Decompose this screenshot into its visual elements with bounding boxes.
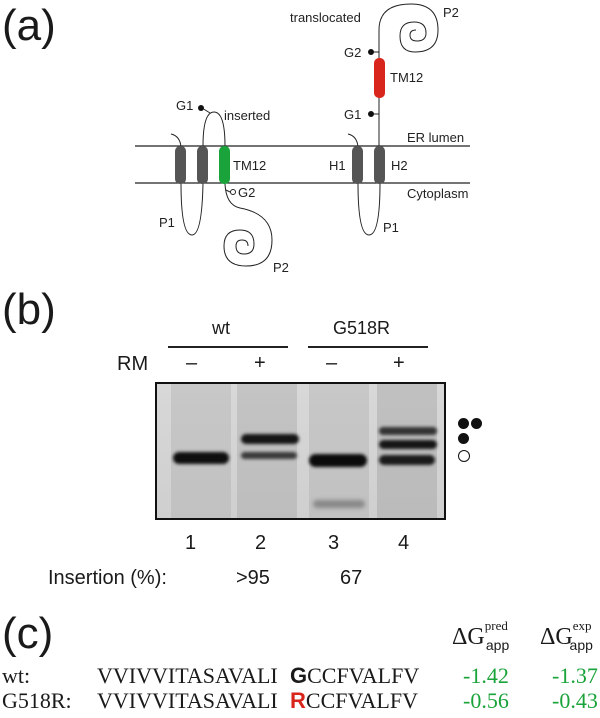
g2-site-unglycosylated-icon (230, 189, 236, 195)
group-line-g518r (308, 346, 428, 348)
right-p1-label: P1 (383, 220, 399, 235)
tm12-translocated-helix (374, 58, 385, 98)
dg-exp-wt: -1.37 (552, 663, 598, 688)
helix-h1 (352, 146, 363, 184)
g2-site-glycosylated-icon (368, 49, 374, 55)
helix-h2 (374, 146, 385, 184)
cytoplasm-label: Cytoplasm (407, 186, 468, 201)
right-tm12-label: TM12 (390, 70, 423, 85)
dg-pred-wt: -1.42 (463, 663, 509, 688)
seq-prefix: VVIVVITASAVALI (97, 688, 278, 713)
right-h1-label: H1 (329, 158, 346, 173)
dg-pred-header: ΔGpredapp (452, 618, 510, 653)
er-lumen-label: ER lumen (407, 130, 464, 145)
tm12-inserted-helix (219, 146, 230, 184)
unglycosylated-marker-icon (458, 450, 470, 462)
lane-number-3: 3 (328, 532, 340, 554)
band-lane2-single (241, 434, 299, 444)
seq-prefix: VVIVVITASAVALI (97, 663, 278, 688)
sequence-row-wt: wt: VVIVVITASAVALI (2, 663, 278, 689)
rm-label: RM (117, 353, 149, 375)
helix-2 (197, 146, 208, 184)
left-p1-label: P1 (159, 215, 175, 230)
insertion-label: Insertion (%): (48, 567, 167, 589)
lane-number-2: 2 (255, 532, 267, 554)
rm-sign-lane-3: – (326, 352, 338, 374)
lane-number-1: 1 (185, 532, 197, 554)
group-label-wt: wt (212, 318, 230, 338)
panel-c-label: (c) (2, 609, 54, 658)
left-g1-label: G1 (176, 98, 193, 113)
helix-1 (175, 146, 186, 184)
left-g2-label: G2 (238, 185, 255, 200)
row-name: G518R: (2, 688, 72, 713)
g1-site-glycosylated-icon (198, 105, 204, 111)
band-lane1-unglyc (173, 452, 229, 464)
insertion-value-wt: >95 (236, 567, 270, 589)
right-g1-label: G1 (344, 107, 361, 122)
topology-diagram: G1 inserted TM12 G2 P1 P2 translocated P… (135, 3, 470, 275)
double-glycosylated-marker-icon (458, 416, 482, 434)
right-p2-label: P2 (443, 5, 459, 20)
row-name: wt: (2, 663, 31, 688)
left-p2-label: P2 (273, 260, 289, 275)
group-line-wt (168, 346, 288, 348)
g1-site-glycosylated-icon (368, 111, 374, 117)
group-label-g518r: G518R (333, 318, 391, 338)
mut-residue-g518r: RCCFVALFV (290, 688, 418, 713)
dg-pred-g518r: -0.56 (463, 688, 509, 713)
band-lane4-double (379, 427, 437, 435)
dg-exp-g518r: -0.43 (552, 688, 598, 713)
rm-sign-lane-1: – (186, 352, 198, 374)
left-state-label: inserted (224, 108, 270, 123)
left-tm12-label: TM12 (233, 158, 266, 173)
mut-residue-wt: GCCFVALFV (290, 663, 420, 688)
band-lane3-unglyc (309, 454, 367, 467)
lane-number-4: 4 (398, 532, 410, 554)
right-h2-label: H2 (391, 158, 408, 173)
rm-sign-lane-4: + (393, 352, 405, 374)
dg-exp-header: ΔGexpapp (540, 618, 593, 653)
panel-b-label: (b) (2, 285, 56, 334)
sequence-row-g518r: G518R: VVIVVITASAVALI (2, 688, 278, 714)
rm-sign-lane-2: + (254, 352, 266, 374)
insertion-value-g518r: 67 (340, 567, 363, 589)
panel-a-label: (a) (2, 1, 56, 50)
right-g2-label: G2 (344, 45, 361, 60)
single-glycosylated-marker-icon (458, 433, 469, 444)
gel-image (155, 382, 446, 520)
right-state-label: translocated (290, 10, 361, 25)
